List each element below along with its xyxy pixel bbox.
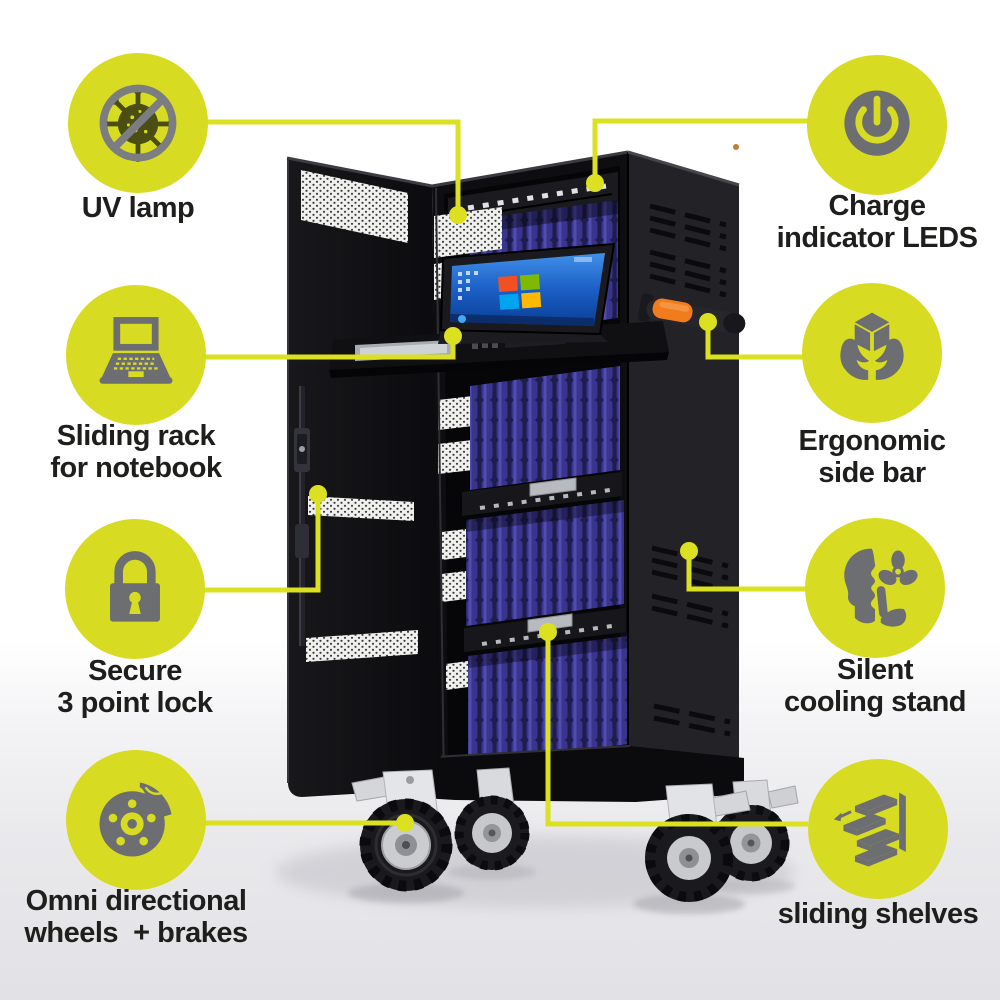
sliding-shelves-label: sliding shelves (777, 898, 979, 930)
laptop-icon (99, 317, 173, 384)
quiet-cooling-icon (844, 548, 918, 627)
uv-lamp-label: UV lamp (81, 192, 195, 224)
sliding-rack-label: Sliding rack for notebook (50, 420, 222, 485)
silent-cooling-label: Silent cooling stand (784, 654, 967, 719)
wheels-bubble (66, 750, 206, 890)
padlock-icon (110, 551, 160, 622)
secure-lock-bubble (65, 519, 205, 659)
sliding-shelves-icon (833, 792, 906, 867)
hands-holding-box-icon (840, 312, 904, 380)
desktop-icons (458, 271, 478, 300)
callout-ergonomic-bar (802, 283, 942, 423)
brake-disc-icon (99, 782, 172, 857)
callout-silent-cooling (805, 518, 945, 658)
three-point-lock (294, 386, 310, 646)
callout-sliding-shelves (808, 759, 948, 899)
callout-charge-leds (807, 55, 947, 195)
connector-dots (309, 174, 717, 832)
sliding-shelves-bubble (808, 759, 948, 899)
wheels-label: Omni directional wheels + brakes (24, 885, 248, 950)
callout-wheels (66, 750, 206, 890)
cart-door (286, 156, 441, 797)
uv-lamp-bubble (68, 53, 208, 193)
silent-cooling-bubble (805, 518, 945, 658)
side-handle (637, 293, 746, 334)
caster-wheel (454, 767, 530, 871)
charge-leds-label: Charge indicator LEDS (776, 190, 978, 255)
power-icon (844, 90, 910, 156)
no-virus-icon (99, 84, 177, 162)
sliding-rack-bubble (66, 285, 206, 425)
callout-sliding-rack (66, 285, 206, 425)
charge-leds-bubble (807, 55, 947, 195)
secure-lock-label: Secure 3 point lock (57, 655, 213, 720)
callout-secure-lock (65, 519, 205, 659)
callout-uv-lamp (68, 53, 208, 193)
windows-logo (498, 274, 542, 310)
ergonomic-bar-bubble (802, 283, 942, 423)
ergonomic-bar-label: Ergonomic side bar (798, 425, 946, 490)
